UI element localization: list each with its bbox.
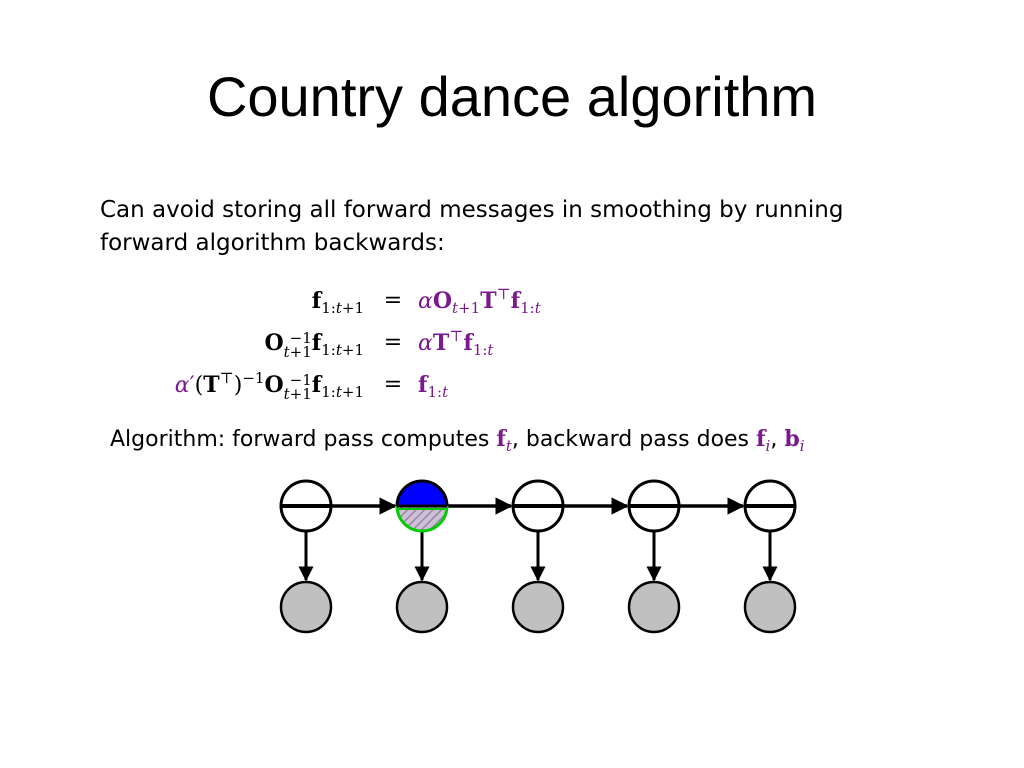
forward-message-symbol: ft xyxy=(496,426,512,455)
intro-text: Can avoid storing all forward messages i… xyxy=(100,197,844,256)
observed-node xyxy=(279,580,333,634)
equation-rhs: f1:t xyxy=(418,372,449,401)
state-node-highlighted xyxy=(395,479,449,533)
algorithm-mid-text: , backward pass does xyxy=(511,427,750,452)
equals-sign: = xyxy=(383,330,403,355)
observed-node xyxy=(627,580,681,634)
equals-sign: = xyxy=(383,288,403,313)
observed-node xyxy=(743,580,797,634)
algorithm-line: Algorithm: forward pass computes ft, bac… xyxy=(110,422,805,458)
observed-node xyxy=(511,580,565,634)
equation-rhs: αOt+1T⊤f1:t xyxy=(418,285,541,317)
algorithm-text: Algorithm: forward pass computes xyxy=(110,427,490,452)
state-node xyxy=(279,479,333,533)
observed-node xyxy=(395,580,449,634)
equation-rhs: αT⊤f1:t xyxy=(418,327,494,359)
slide-title: Country dance algorithm xyxy=(206,65,818,128)
forward-message-i-symbol: fi xyxy=(756,426,771,455)
state-node xyxy=(743,479,797,533)
equation-row: f1:t+1 = αOt+1T⊤f1:t xyxy=(0,284,1024,318)
equals-sign: = xyxy=(383,372,403,397)
separator-text: , xyxy=(770,427,778,452)
equation-lhs: f1:t+1 xyxy=(311,288,364,317)
state-node xyxy=(511,479,565,533)
backward-message-symbol: bi xyxy=(784,426,805,455)
state-node xyxy=(627,479,681,533)
